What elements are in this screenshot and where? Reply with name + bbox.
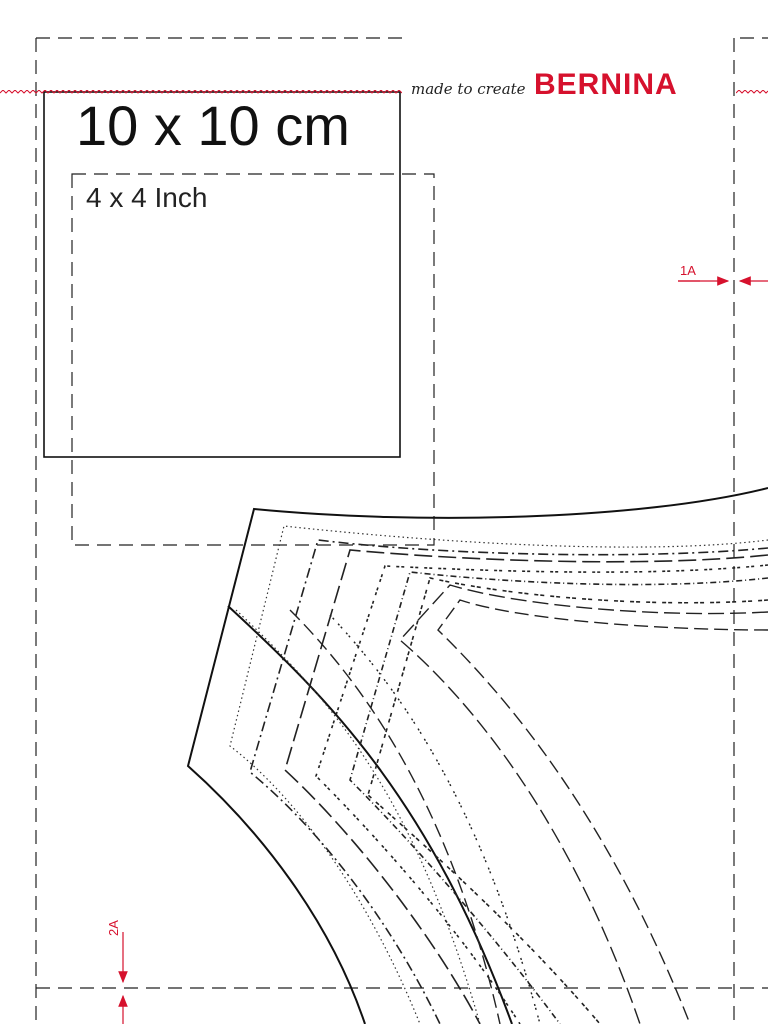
dotted-line-2	[235, 609, 481, 1024]
size-line-5	[367, 577, 768, 1024]
size-line-3	[315, 564, 768, 1024]
imperial-size-label: 4 x 4 Inch	[86, 182, 208, 213]
size-line-8	[289, 609, 501, 1024]
header-branding: made to create BERNINA	[0, 34, 768, 101]
zigzag-divider-right	[736, 90, 768, 94]
inch-square	[71, 173, 435, 546]
cm-square	[43, 91, 401, 458]
brand-logo: BERNINA	[534, 68, 678, 101]
size-line-6	[398, 584, 768, 1024]
zigzag-divider-left	[0, 90, 402, 94]
size-line-2	[284, 549, 768, 1024]
size-line-9	[329, 614, 541, 1024]
size-line-4	[349, 571, 768, 1024]
alignment-label-1a: 1A	[680, 263, 696, 278]
brand-tagline: made to create	[411, 80, 526, 98]
metric-size-label: 10 x 10 cm	[76, 94, 350, 157]
alignment-label-2a: 2A	[106, 920, 121, 936]
cut-line-outer	[186, 487, 768, 1024]
crotch-line	[227, 605, 513, 1024]
size-line-1	[249, 539, 768, 1024]
size-line-7	[437, 599, 768, 1024]
dotted-line-1	[229, 525, 768, 1024]
tile-border	[35, 37, 768, 1024]
